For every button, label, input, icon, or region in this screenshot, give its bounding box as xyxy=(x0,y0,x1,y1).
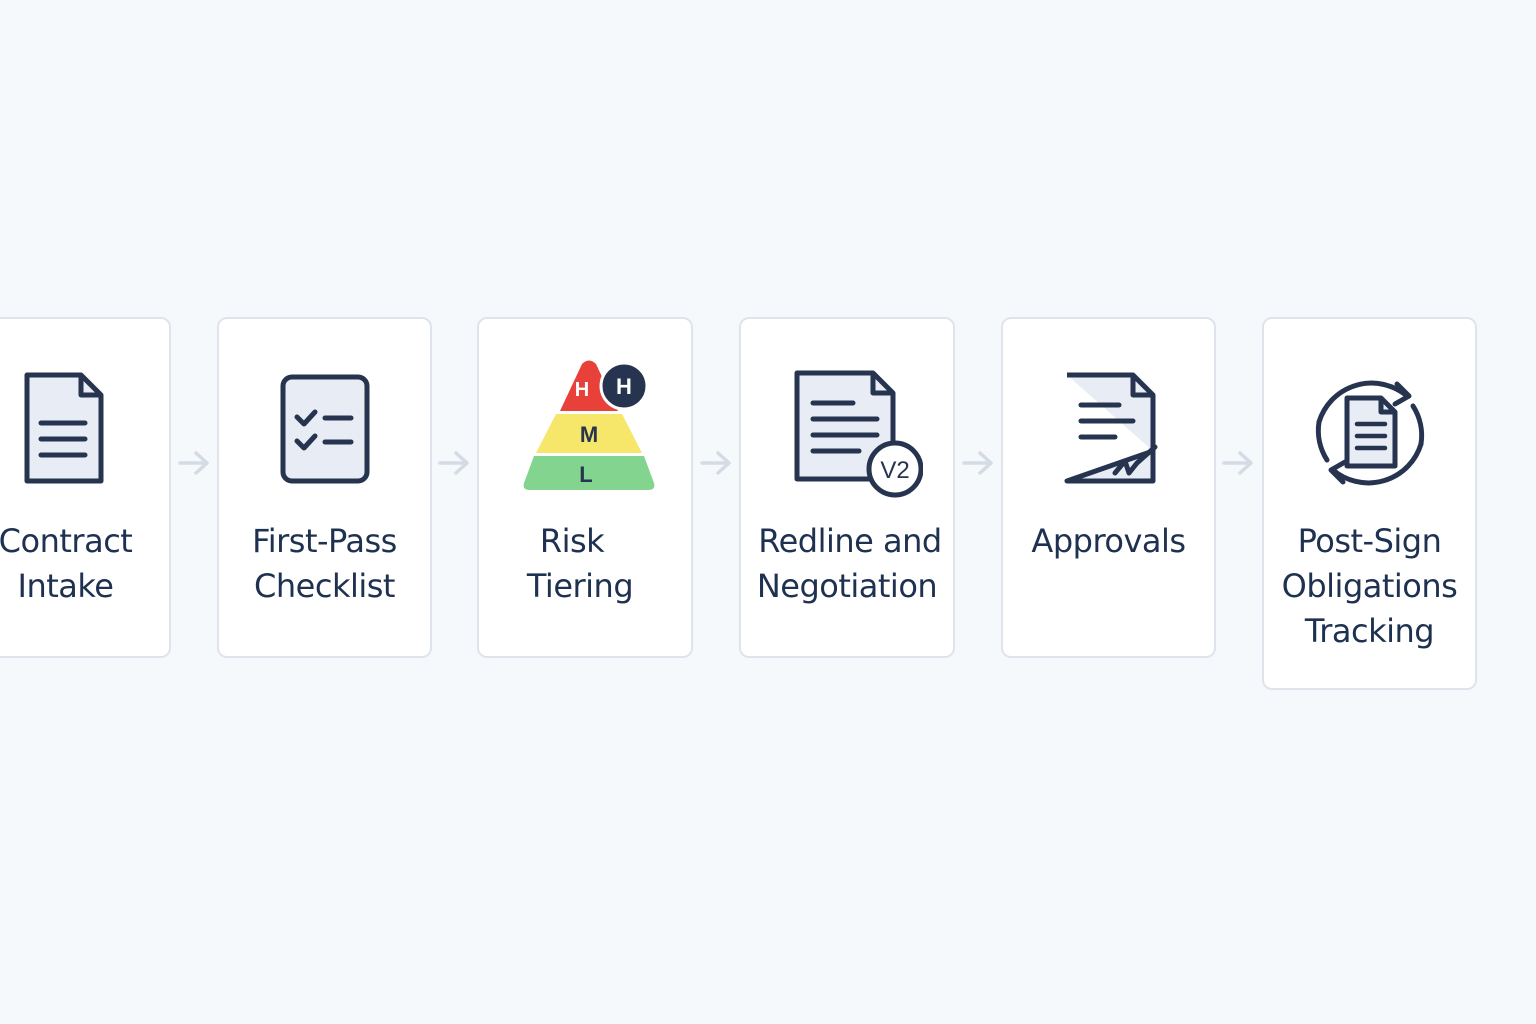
step-label: Post-Sign Obligations Tracking xyxy=(1281,522,1458,650)
risk-pyramid-icon: H M L H xyxy=(479,359,691,499)
arrow-icon xyxy=(438,451,469,475)
step-label: Approvals xyxy=(1031,522,1186,560)
versioned-document-icon: V2 xyxy=(741,359,953,499)
step-label: Risk Tiering xyxy=(526,522,634,605)
signed-document-icon xyxy=(1003,359,1214,499)
tier-medium-label: M xyxy=(580,422,598,447)
step-label: Contract Intake xyxy=(0,522,133,605)
step-card-post-sign-obligations-tracking: Post-Sign Obligations Tracking xyxy=(1262,317,1477,690)
step-card-risk-tiering: H M L H Risk Tiering xyxy=(477,317,693,658)
arrow-icon xyxy=(178,451,209,475)
high-risk-badge xyxy=(599,361,649,411)
step-label: First-Pass Checklist xyxy=(252,522,397,605)
arrow-icon xyxy=(700,451,731,475)
document-icon xyxy=(0,359,169,499)
checklist-icon xyxy=(219,359,430,499)
step-card-first-pass-checklist: First-Pass Checklist xyxy=(217,317,432,658)
version-label: V2 xyxy=(880,457,909,484)
badge-label: H xyxy=(616,374,632,399)
version-badge xyxy=(866,440,923,498)
arrow-icon xyxy=(1222,451,1253,475)
tier-low-label: L xyxy=(579,462,592,487)
step-card-approvals: Approvals xyxy=(1001,317,1216,658)
arrow-icon xyxy=(962,451,993,475)
step-card-contract-intake: Contract Intake xyxy=(0,317,171,658)
step-card-redline-and-negotiation: V2 Redline and Negotiation xyxy=(739,317,955,658)
recurring-document-icon xyxy=(1264,359,1475,499)
tier-high-label: H xyxy=(575,379,589,401)
step-label: Redline and Negotiation xyxy=(756,522,942,605)
